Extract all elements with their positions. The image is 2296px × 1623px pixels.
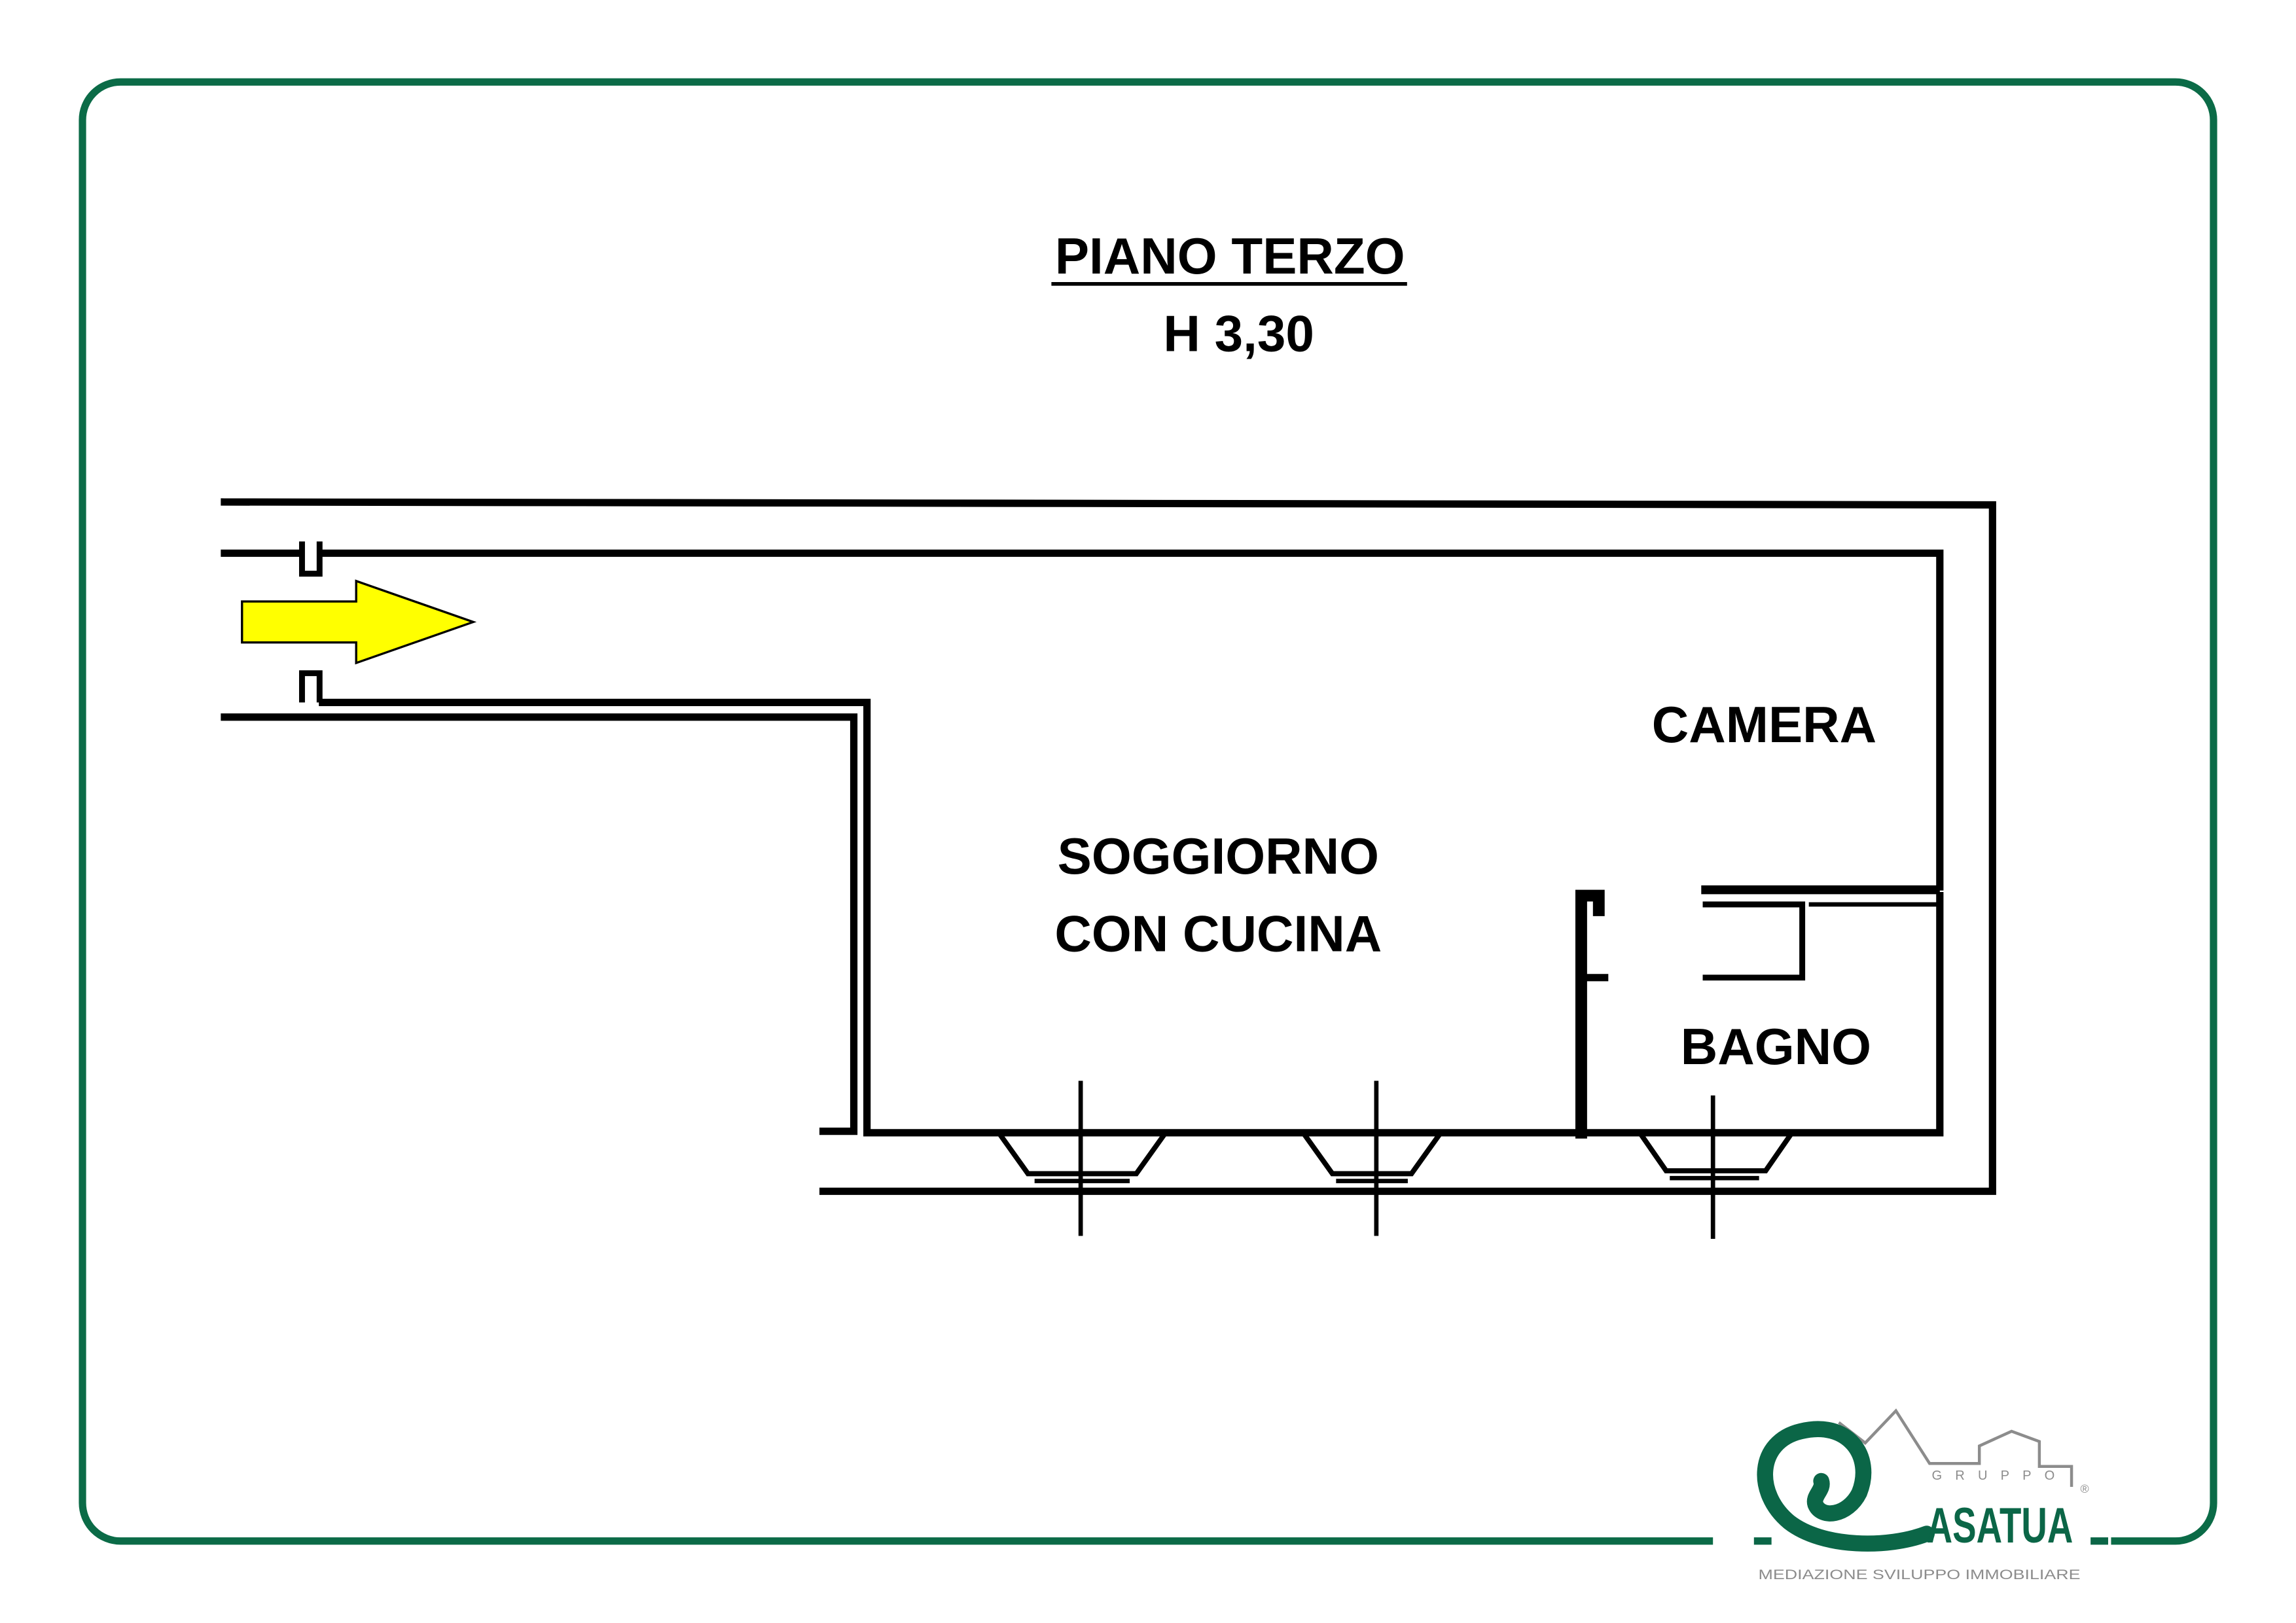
logo-registered-mark: ® xyxy=(2080,1482,2089,1495)
title-block: PIANO TERZO H 3,30 xyxy=(1051,227,1407,363)
windows xyxy=(995,1080,1796,1239)
ceiling-height: H 3,30 xyxy=(1163,305,1314,363)
window-1 xyxy=(995,1080,1170,1236)
entrance-arrow-icon xyxy=(241,579,477,665)
logo-group-text: GRUPPO xyxy=(1932,1469,2068,1483)
floor-title: PIANO TERZO xyxy=(1055,227,1405,285)
house-outline-icon xyxy=(1838,1408,2073,1488)
room-label-soggiorno: SOGGIORNO xyxy=(1058,827,1379,885)
window-2 xyxy=(1299,1080,1444,1236)
logo-brand-text: ASATUA xyxy=(1927,1498,2073,1554)
window-3 xyxy=(1636,1095,1796,1239)
logo-tagline: MEDIAZIONE SVILUPPO IMMOBILIARE xyxy=(1759,1567,2081,1582)
room-label-bagno: BAGNO xyxy=(1681,1018,1871,1075)
swirl-icon xyxy=(1757,1421,1935,1552)
room-label-camera: CAMERA xyxy=(1652,696,1876,753)
room-labels: CAMERA SOGGIORNO CON CUCINA BAGNO xyxy=(1054,696,1876,1075)
walls xyxy=(221,498,1996,1195)
room-label-cucina: CON CUCINA xyxy=(1054,905,1382,963)
page-frame xyxy=(79,78,2217,1545)
company-logo: GRUPPO ASATUA ® MEDIAZIONE SVILUPPO IMMO… xyxy=(1713,1408,2111,1582)
